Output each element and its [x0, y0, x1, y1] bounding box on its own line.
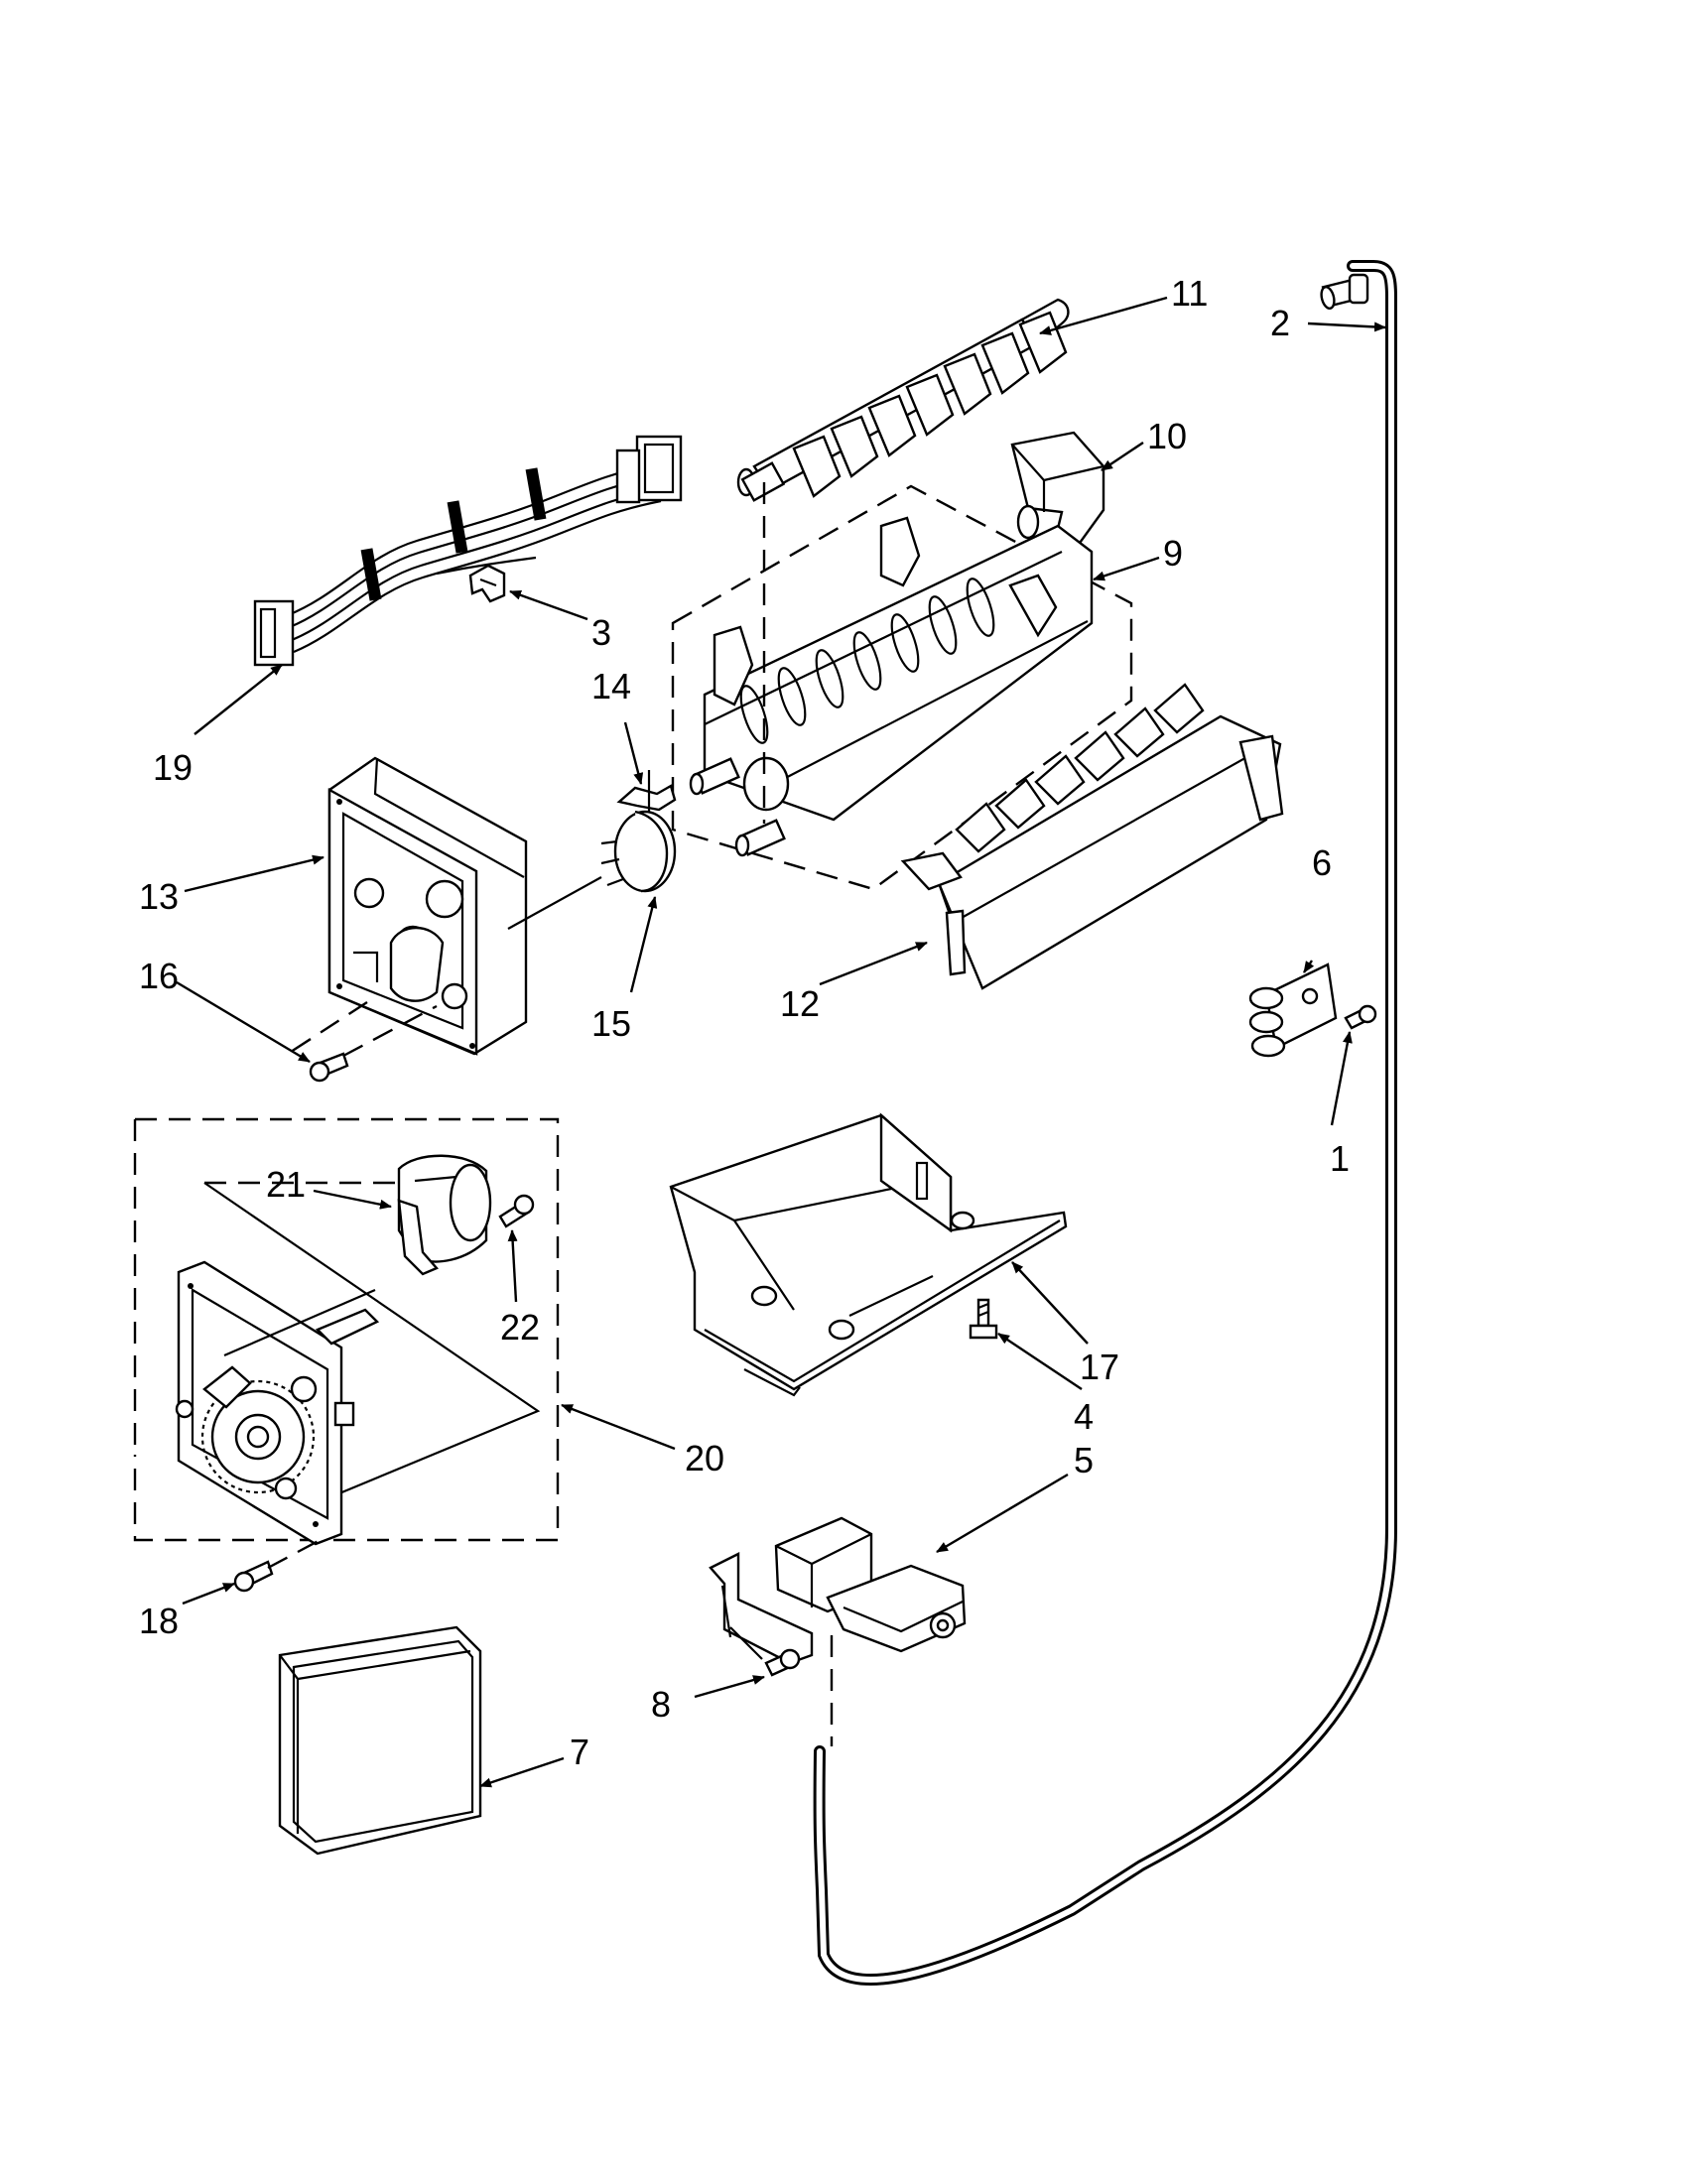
front-cover-part: [278, 1625, 482, 1856]
callout-18: 18: [139, 1601, 179, 1641]
wire-harness-part: [253, 435, 683, 667]
ejector-part: [736, 298, 1070, 502]
callout-13: 13: [139, 876, 179, 917]
thermostat-part: [600, 770, 677, 893]
callout-11: 11: [1171, 273, 1208, 314]
harness-clip-part: [468, 564, 506, 603]
mounting-bracket-part: [669, 1112, 1068, 1397]
callout-14: 14: [591, 666, 631, 707]
callout-10: 10: [1147, 416, 1187, 456]
screw-8-part: [729, 1626, 801, 1677]
callout-21: 21: [266, 1164, 306, 1205]
screw-4-part: [969, 1298, 998, 1340]
screw-1-part: [1344, 1004, 1377, 1030]
callout-12: 12: [780, 983, 820, 1024]
screw-16-part: [309, 1004, 438, 1083]
module-housing-part: [327, 756, 602, 1056]
callout-6: 6: [1312, 842, 1332, 883]
callout-9: 9: [1163, 533, 1183, 574]
module-assembly-part: [133, 1117, 560, 1546]
callout-5: 5: [1074, 1440, 1094, 1480]
thermostat-clip-part: [616, 784, 677, 812]
callout-1: 1: [1330, 1138, 1350, 1179]
assembly-line-harness: [287, 1000, 368, 1056]
tube-clamp-part: [1248, 963, 1338, 1058]
screw-22-part: [498, 1194, 535, 1228]
stripper-part: [900, 683, 1284, 990]
callout-22: 22: [500, 1307, 540, 1348]
callout-3: 3: [591, 612, 611, 653]
fill-tube-part: [813, 260, 1397, 1986]
motor-part: [397, 1154, 492, 1276]
callout-16: 16: [139, 956, 179, 996]
callout-19: 19: [153, 747, 193, 788]
callout-15: 15: [591, 1003, 631, 1044]
callout-8: 8: [651, 1684, 671, 1725]
water-valve-part: [709, 1516, 967, 1746]
screw-18-part: [233, 1534, 328, 1593]
ice-mold-part: [671, 484, 1133, 891]
callout-17: 17: [1080, 1347, 1119, 1387]
callout-2: 2: [1270, 303, 1290, 343]
callout-leaders: [176, 296, 1386, 1788]
callout-20: 20: [685, 1438, 724, 1478]
callout-4: 4: [1074, 1396, 1094, 1437]
callout-7: 7: [570, 1732, 589, 1772]
callout-labels: 11 2 10 9 3 19 14 13 15 16 12 6 1 17 4 2…: [139, 273, 1350, 1772]
